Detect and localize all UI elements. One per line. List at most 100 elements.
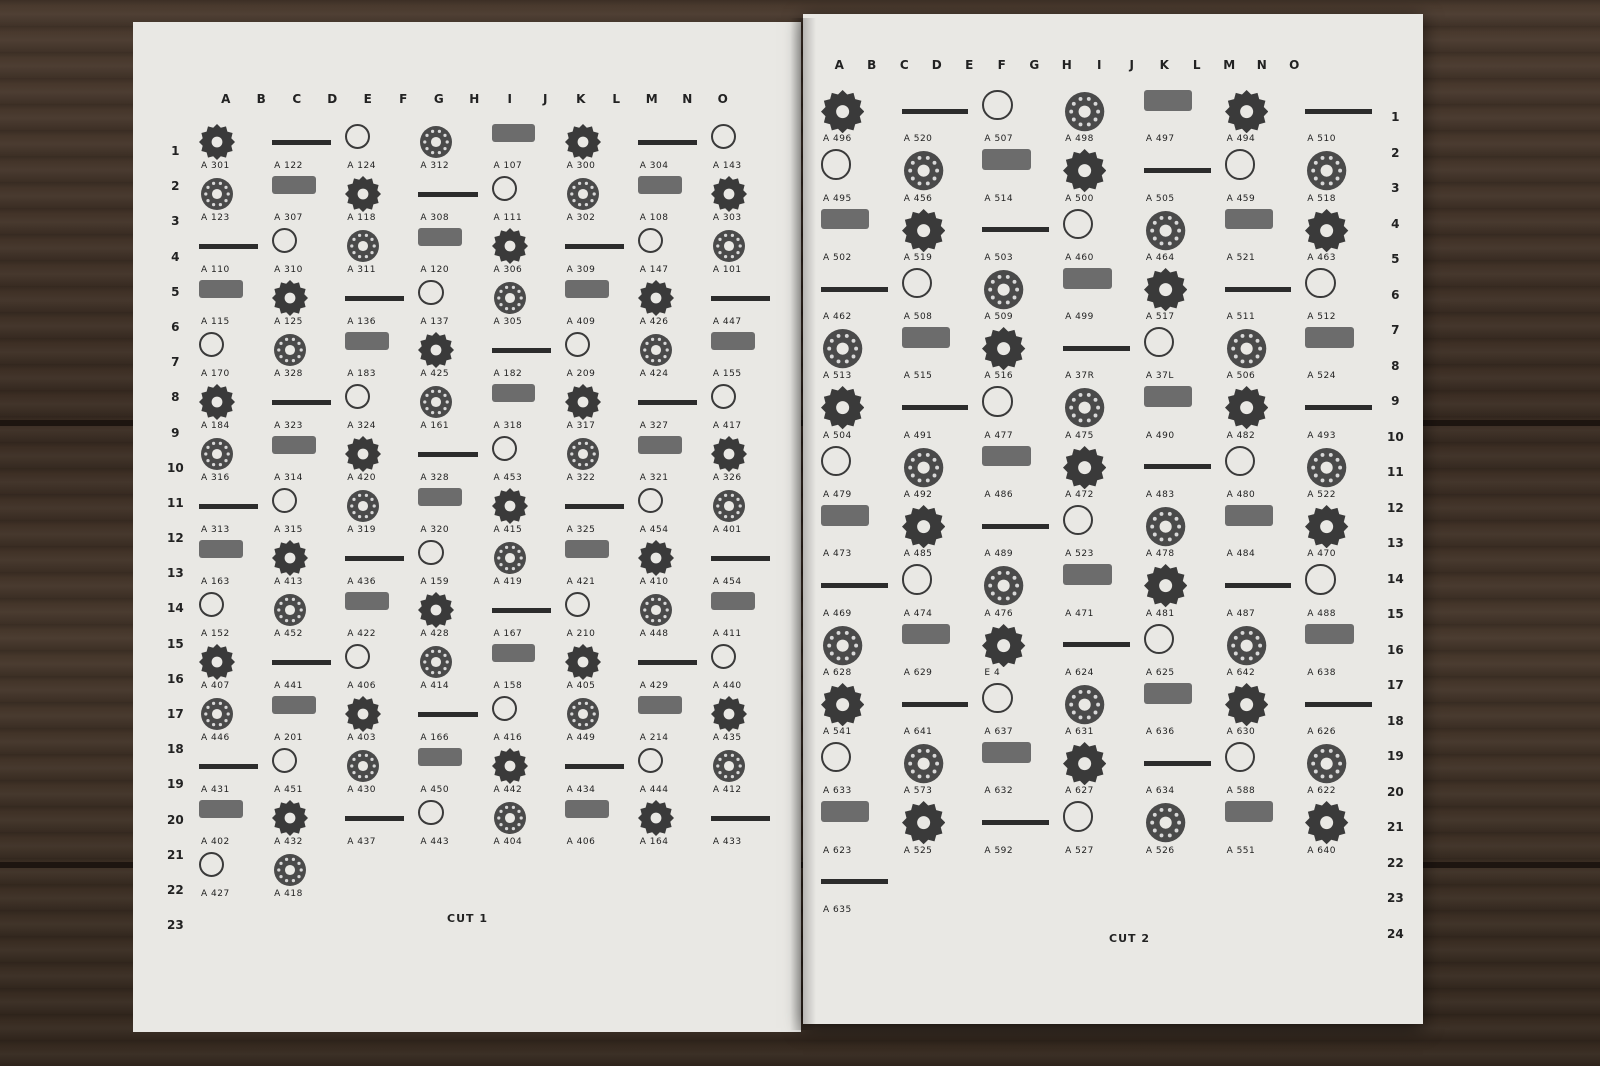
part-label: A 474 xyxy=(903,608,933,619)
part-label: A 307 xyxy=(274,213,303,223)
column-letter: C xyxy=(899,58,909,72)
part-figure xyxy=(1305,701,1372,707)
column-letter: G xyxy=(1029,58,1040,72)
row-number: 22 xyxy=(167,882,184,897)
row-number: 18 xyxy=(167,742,184,757)
part-label: A 622 xyxy=(1307,786,1336,797)
column-letter: M xyxy=(1223,58,1236,72)
part-label: A 588 xyxy=(1226,786,1256,797)
part-label: A 485 xyxy=(903,549,933,560)
part-figure xyxy=(710,556,770,562)
part-label: A 110 xyxy=(201,265,230,275)
part-label: A 484 xyxy=(1226,549,1256,560)
part-figure xyxy=(1144,801,1187,848)
part-label: A 444 xyxy=(639,785,669,795)
part-figure xyxy=(199,504,259,510)
part-figure xyxy=(1305,446,1348,493)
part-figure xyxy=(1063,505,1094,536)
part-figure xyxy=(637,436,682,455)
part-figure xyxy=(345,488,381,528)
part-figure xyxy=(901,405,969,411)
part-label: A 473 xyxy=(823,549,852,560)
part-figure xyxy=(902,446,945,493)
part-figure xyxy=(711,228,747,268)
part-label: A 641 xyxy=(903,727,933,738)
part-label: A 313 xyxy=(201,525,230,535)
part-label: A 412 xyxy=(712,785,742,795)
part-figure xyxy=(491,348,551,354)
part-label: A 441 xyxy=(274,681,303,691)
part-figure xyxy=(491,748,528,788)
part-figure xyxy=(272,400,332,406)
part-label: A 499 xyxy=(1065,312,1094,323)
part-label: A 523 xyxy=(1065,549,1094,560)
part-label: A 401 xyxy=(712,525,742,535)
part-figure xyxy=(564,384,601,424)
part-figure xyxy=(272,800,309,840)
part-label: A 137 xyxy=(420,317,450,327)
part-figure xyxy=(982,623,1026,671)
part-label: A 420 xyxy=(347,473,376,483)
part-label: A 502 xyxy=(823,252,852,263)
part-label: A 406 xyxy=(347,681,376,691)
part-figure xyxy=(821,90,865,137)
part-figure xyxy=(637,228,663,254)
part-figure xyxy=(272,540,309,580)
part-label: A 627 xyxy=(1065,786,1094,797)
part-figure xyxy=(637,696,682,715)
part-label: A 161 xyxy=(420,421,450,431)
part-label: A 319 xyxy=(347,525,376,535)
part-label: A 311 xyxy=(347,265,376,275)
part-figure xyxy=(637,660,697,666)
part-figure xyxy=(199,800,243,819)
part-label: A 305 xyxy=(493,317,523,327)
row-number: 5 xyxy=(171,284,180,299)
part-label: A 624 xyxy=(1065,667,1094,678)
part-label: A 504 xyxy=(823,430,852,441)
row-number: 20 xyxy=(1387,784,1404,799)
part-label: A 519 xyxy=(903,252,933,263)
part-figure xyxy=(418,452,478,458)
row-number: 4 xyxy=(1391,216,1400,231)
part-figure xyxy=(418,540,444,566)
part-label: A 632 xyxy=(984,786,1014,797)
part-figure xyxy=(637,280,674,320)
part-label: A 456 xyxy=(903,193,933,204)
part-label: A 488 xyxy=(1307,608,1336,619)
part-label: A 416 xyxy=(493,733,523,743)
part-label: A 163 xyxy=(201,577,230,587)
part-label: A 407 xyxy=(201,681,230,691)
row-number: 1 xyxy=(171,144,180,158)
column-letter: E xyxy=(965,58,974,72)
column-letter: B xyxy=(256,92,266,106)
column-letter: O xyxy=(1289,58,1300,72)
row-number: 8 xyxy=(171,390,180,405)
part-label: A 629 xyxy=(903,667,933,678)
part-label: A 454 xyxy=(712,577,742,587)
part-label: A 430 xyxy=(347,785,376,795)
row-number: 17 xyxy=(167,707,184,721)
part-figure xyxy=(710,176,747,216)
row-number: 19 xyxy=(167,777,184,792)
part-label: A 409 xyxy=(566,317,596,327)
part-label: A 167 xyxy=(493,629,523,639)
part-figure xyxy=(710,644,737,670)
part-label: E 4 xyxy=(984,667,1001,678)
part-label: A 631 xyxy=(1065,727,1094,738)
part-figure xyxy=(901,108,969,114)
part-figure xyxy=(1143,168,1211,174)
part-figure xyxy=(491,696,517,722)
part-figure xyxy=(345,332,390,351)
part-label: A 592 xyxy=(984,845,1014,856)
part-figure xyxy=(199,592,225,618)
part-figure xyxy=(982,90,1013,121)
part-figure xyxy=(272,140,332,146)
row-number: 7 xyxy=(171,355,180,370)
part-figure xyxy=(565,436,601,476)
part-figure xyxy=(1143,464,1211,470)
column-letter: A xyxy=(834,58,844,72)
part-figure xyxy=(418,748,463,767)
part-figure xyxy=(637,540,674,580)
